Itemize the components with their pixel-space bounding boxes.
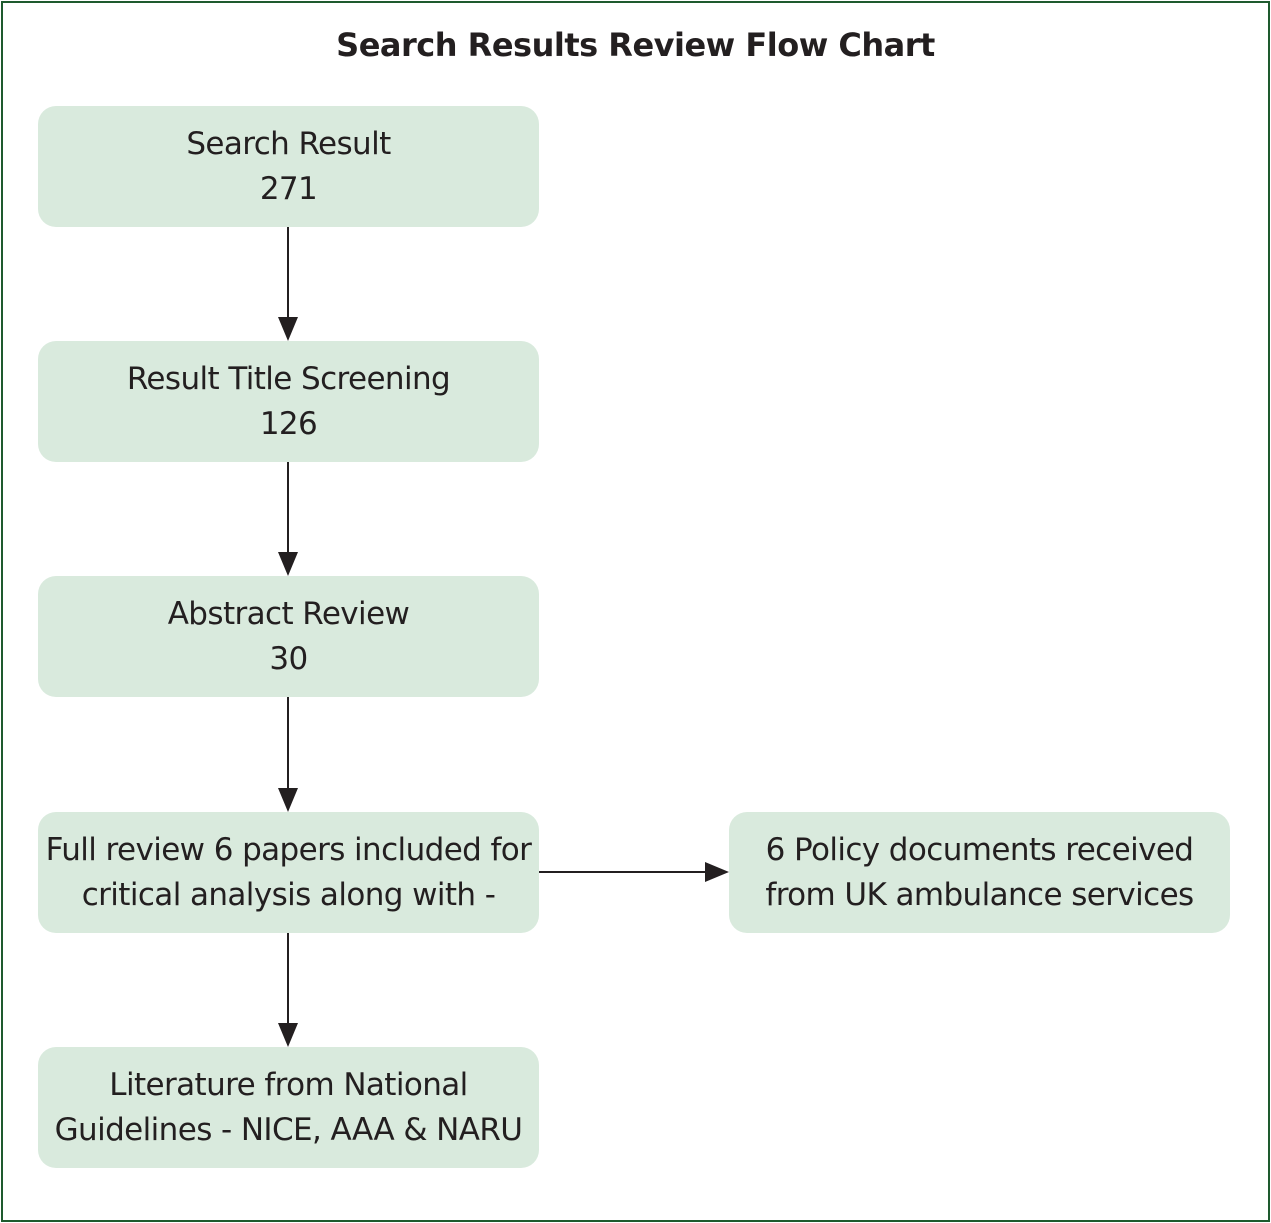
node-full-review-line2: critical analysis along with - bbox=[81, 876, 496, 913]
node-policy-documents-line2: from UK ambulance services bbox=[765, 876, 1194, 913]
node-abstract-review: Abstract Review 30 bbox=[38, 576, 539, 697]
node-policy-documents: 6 Policy documents received from UK ambu… bbox=[729, 812, 1230, 933]
node-literature-line1: Literature from National bbox=[109, 1066, 468, 1103]
node-literature: Literature from National Guidelines - NI… bbox=[38, 1047, 539, 1168]
node-literature-line2: Guidelines - NICE, AAA & NARU bbox=[54, 1111, 523, 1148]
node-title-screening-label: Result Title Screening bbox=[126, 360, 451, 397]
diagram-title: Search Results Review Flow Chart bbox=[336, 26, 935, 64]
node-abstract-review-label: Abstract Review bbox=[167, 595, 410, 632]
node-search-result-label: Search Result bbox=[186, 125, 391, 162]
node-search-result: Search Result 271 bbox=[38, 106, 539, 227]
node-full-review: Full review 6 papers included for critic… bbox=[38, 812, 539, 933]
node-policy-documents-line1: 6 Policy documents received bbox=[765, 831, 1194, 868]
node-search-result-count: 271 bbox=[259, 170, 318, 207]
node-title-screening-count: 126 bbox=[259, 405, 318, 442]
node-abstract-review-count: 30 bbox=[269, 640, 308, 677]
node-title-screening: Result Title Screening 126 bbox=[38, 341, 539, 462]
node-full-review-line1: Full review 6 papers included for bbox=[45, 831, 532, 868]
